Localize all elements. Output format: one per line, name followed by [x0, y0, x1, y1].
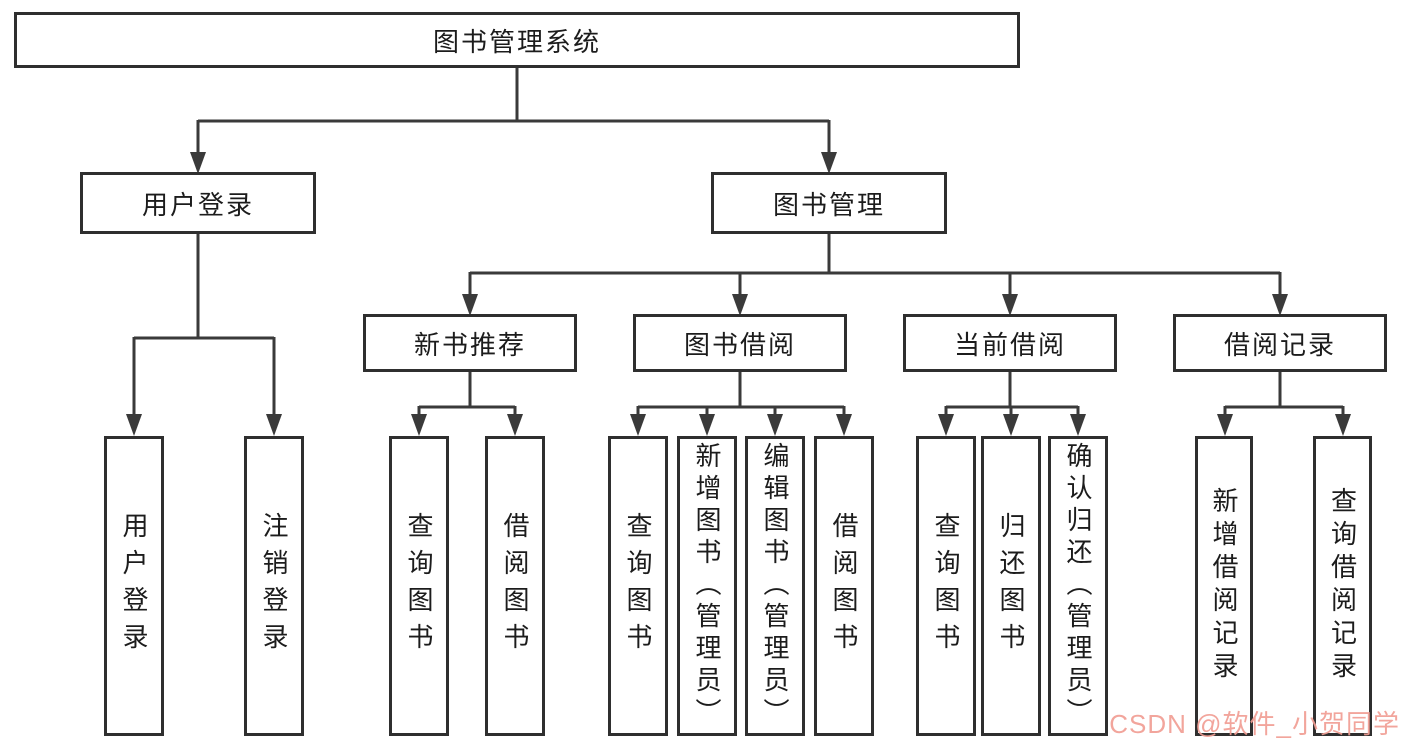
node-borrow-records: 借阅记录 — [1173, 314, 1387, 372]
leaf-edit-books-admin: 编辑图书（管理员） — [745, 436, 805, 736]
leaf-user-login: 用户登录 — [104, 436, 164, 736]
node-book-management-label: 图书管理 — [772, 189, 885, 220]
leaf-query-borrow-record: 查询借阅记录 — [1313, 436, 1372, 736]
leaf-query-books-current-label: 查询图书 — [931, 512, 961, 660]
node-current-borrow-label: 当前借阅 — [953, 329, 1066, 360]
leaf-query-books-recommend: 查询图书 — [389, 436, 449, 736]
leaf-logout-label: 注销登录 — [259, 512, 289, 660]
leaf-borrow-books-recommend-label: 借阅图书 — [500, 512, 530, 660]
node-book-borrow: 图书借阅 — [633, 314, 847, 372]
node-root-system: 图书管理系统 — [14, 12, 1020, 68]
node-book-borrow-label: 图书借阅 — [683, 329, 796, 360]
leaf-borrow-books: 借阅图书 — [814, 436, 874, 736]
node-user-login-label: 用户登录 — [141, 189, 254, 220]
leaf-edit-books-admin-label: 编辑图书（管理员） — [760, 442, 790, 730]
leaf-query-books-current: 查询图书 — [916, 436, 976, 736]
node-new-book-recommend: 新书推荐 — [363, 314, 577, 372]
leaf-logout: 注销登录 — [244, 436, 304, 736]
leaf-add-books-admin-label: 新增图书（管理员） — [692, 442, 722, 730]
node-borrow-records-label: 借阅记录 — [1223, 329, 1336, 360]
leaf-return-books-label: 归还图书 — [996, 512, 1026, 660]
leaf-query-books-borrow-label: 查询图书 — [623, 512, 653, 660]
leaf-add-books-admin: 新增图书（管理员） — [677, 436, 737, 736]
node-root-label: 图书管理系统 — [432, 26, 601, 57]
node-user-login: 用户登录 — [80, 172, 316, 234]
csdn-watermark: CSDN @软件_小贺同学 — [1109, 709, 1400, 739]
leaf-confirm-return-admin: 确认归还（管理员） — [1048, 436, 1108, 736]
node-new-book-recommend-label: 新书推荐 — [413, 329, 526, 360]
node-book-management: 图书管理 — [711, 172, 947, 234]
leaf-add-borrow-record-label: 新增借阅记录 — [1209, 487, 1239, 685]
leaf-add-borrow-record: 新增借阅记录 — [1195, 436, 1253, 736]
arrowheads — [126, 152, 1351, 436]
leaf-return-books: 归还图书 — [981, 436, 1041, 736]
leaf-query-books-recommend-label: 查询图书 — [404, 512, 434, 660]
leaf-borrow-books-label: 借阅图书 — [829, 512, 859, 660]
node-current-borrow: 当前借阅 — [903, 314, 1117, 372]
leaf-query-books-borrow: 查询图书 — [608, 436, 668, 736]
leaf-confirm-return-admin-label: 确认归还（管理员） — [1063, 442, 1093, 730]
leaf-query-borrow-record-label: 查询借阅记录 — [1327, 487, 1358, 685]
leaf-borrow-books-recommend: 借阅图书 — [485, 436, 545, 736]
leaf-user-login-label: 用户登录 — [119, 512, 149, 660]
